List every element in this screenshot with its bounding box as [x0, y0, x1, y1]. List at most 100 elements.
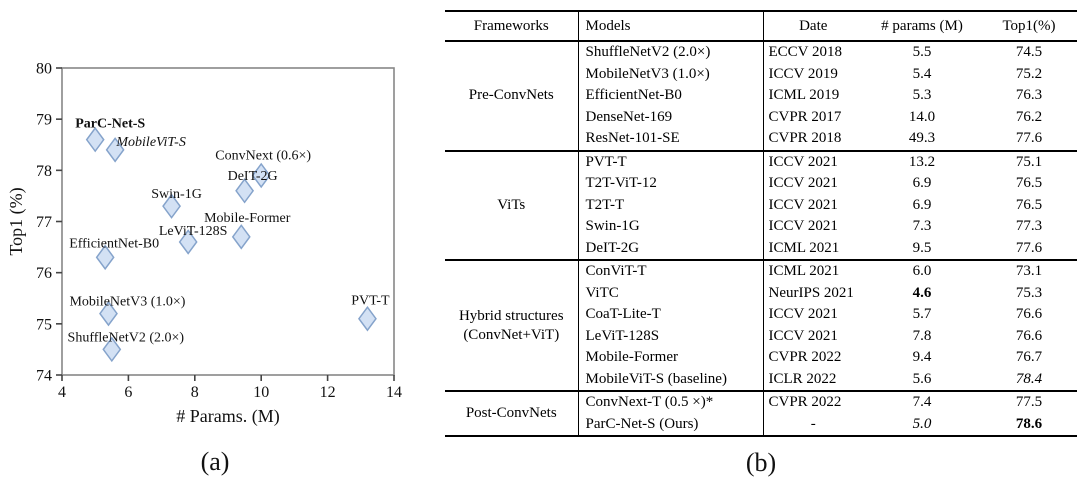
header-params: # params (M) — [863, 10, 981, 42]
date-cell: ICCV 2021 — [768, 196, 838, 213]
model-cell: T2T-ViT-12 — [578, 173, 764, 195]
header-models: Models — [578, 10, 764, 42]
scatter-point — [105, 137, 125, 163]
params-cell: 6.9 — [912, 196, 932, 213]
date-cell: ICCV 2021 — [768, 218, 838, 235]
header-date: Date — [763, 10, 863, 42]
y-tick-label: 75 — [36, 316, 52, 333]
scatter-point-label: Mobile-Former — [204, 211, 291, 226]
params-cell: 7.3 — [912, 218, 932, 235]
scatter-point-label: LeViT-128S — [159, 224, 228, 239]
framework-cell: Post-ConvNets — [445, 391, 579, 436]
date-cell: - — [810, 415, 816, 432]
model-cell: LeViT-128S — [578, 325, 764, 347]
scatter-point — [99, 300, 118, 327]
top1-cell: 77.3 — [1015, 218, 1043, 235]
scatter-point-label: ConvNext (0.6×) — [215, 148, 311, 163]
top1-cell: 76.6 — [1015, 306, 1043, 323]
scatter-point-label: MobileViT-S — [115, 135, 185, 150]
params-cell: 5.7 — [912, 306, 932, 323]
top1-cell: 78.6 — [1015, 415, 1043, 432]
header-top1: Top1(%) — [981, 10, 1077, 42]
y-tick-label: 76 — [36, 265, 52, 282]
top1-cell: 75.1 — [1015, 153, 1043, 170]
table-row: Hybrid structures (ConvNet+ViT)ConViT-T I… — [445, 260, 1077, 391]
y-tick-label: 78 — [36, 163, 52, 180]
y-tick-label: 80 — [36, 61, 52, 78]
date-cell: CVPR 2018 — [768, 130, 842, 147]
top1-cell: 77.6 — [1015, 239, 1043, 256]
y-tick-label: 77 — [36, 214, 52, 231]
params-cell: 5.6 — [912, 370, 932, 387]
x-tick-label: 4 — [58, 384, 66, 401]
scatter-point-label: EfficientNet-B0 — [69, 236, 159, 251]
model-cell: ConViT-T — [578, 260, 764, 283]
framework-cell: Hybrid structures (ConvNet+ViT) — [445, 260, 579, 391]
scatter-point — [102, 336, 122, 363]
header-frameworks: Frameworks — [445, 10, 579, 42]
model-cell: CoaT-Lite-T — [578, 304, 764, 326]
y-tick-label: 74 — [36, 368, 52, 385]
panel-b-caption: (b) — [745, 448, 777, 477]
params-cell: 5.0 — [912, 415, 932, 432]
model-cell: MobileNetV3 (1.0×) — [578, 63, 764, 85]
model-cell: MobileViT-S (baseline) — [578, 368, 764, 391]
top1-cell: 75.3 — [1015, 284, 1043, 301]
params-cell: 9.5 — [912, 239, 932, 256]
y-axis-label: Top1 (%) — [6, 187, 27, 255]
date-cell: ICML 2021 — [768, 239, 840, 256]
model-cell: PVT-T — [578, 150, 764, 173]
scatter-point — [251, 162, 271, 189]
x-tick-label: 10 — [253, 384, 269, 401]
scatter-point-label: DeIT-2G — [228, 169, 278, 184]
scatter-point-label: ShuffleNetV2 (2.0×) — [68, 330, 185, 345]
scatter-point — [231, 224, 251, 250]
date-cell: ICLR 2022 — [768, 370, 837, 387]
scatter-point-label: PVT-T — [351, 294, 390, 309]
date-cell: ICCV 2019 — [768, 65, 838, 82]
date-cell: ECCV 2018 — [768, 44, 842, 61]
date-cell: ICML 2019 — [768, 87, 840, 104]
model-cell: DeIT-2G — [578, 237, 764, 260]
top1-cell: 76.6 — [1015, 327, 1043, 344]
params-cell: 7.4 — [912, 394, 932, 411]
top1-cell: 76.3 — [1015, 87, 1043, 104]
top1-cell: 76.2 — [1015, 108, 1043, 125]
x-tick-label: 12 — [320, 384, 336, 401]
scatter-point-label: Swin-1G — [151, 187, 202, 202]
top1-cell: 73.1 — [1015, 263, 1043, 280]
top1-cell: 74.5 — [1015, 44, 1043, 61]
framework-cell: ViTs — [445, 150, 579, 260]
params-cell: 5.4 — [912, 65, 932, 82]
scatter-point — [178, 229, 198, 255]
model-cell: Mobile-Former — [578, 347, 764, 369]
params-cell: 13.2 — [908, 153, 936, 170]
model-cell: ShuffleNetV2 (2.0×) — [578, 41, 764, 64]
date-cell: ICCV 2021 — [768, 175, 838, 192]
params-cell: 6.0 — [912, 263, 932, 280]
params-cell: 5.5 — [912, 44, 932, 61]
model-cell: DenseNet-169 — [578, 106, 764, 128]
scatter-point-label: ParC-Net-S — [75, 117, 145, 132]
scatter-point — [358, 305, 377, 332]
scatter-point — [235, 178, 255, 204]
top1-cell: 76.5 — [1015, 175, 1043, 192]
date-cell: CVPR 2017 — [768, 108, 842, 125]
params-cell: 6.9 — [912, 175, 932, 192]
model-cell: EfficientNet-B0 — [578, 85, 764, 107]
x-axis-label: # Params. (M) — [176, 406, 279, 427]
date-cell: ICCV 2021 — [768, 327, 838, 344]
